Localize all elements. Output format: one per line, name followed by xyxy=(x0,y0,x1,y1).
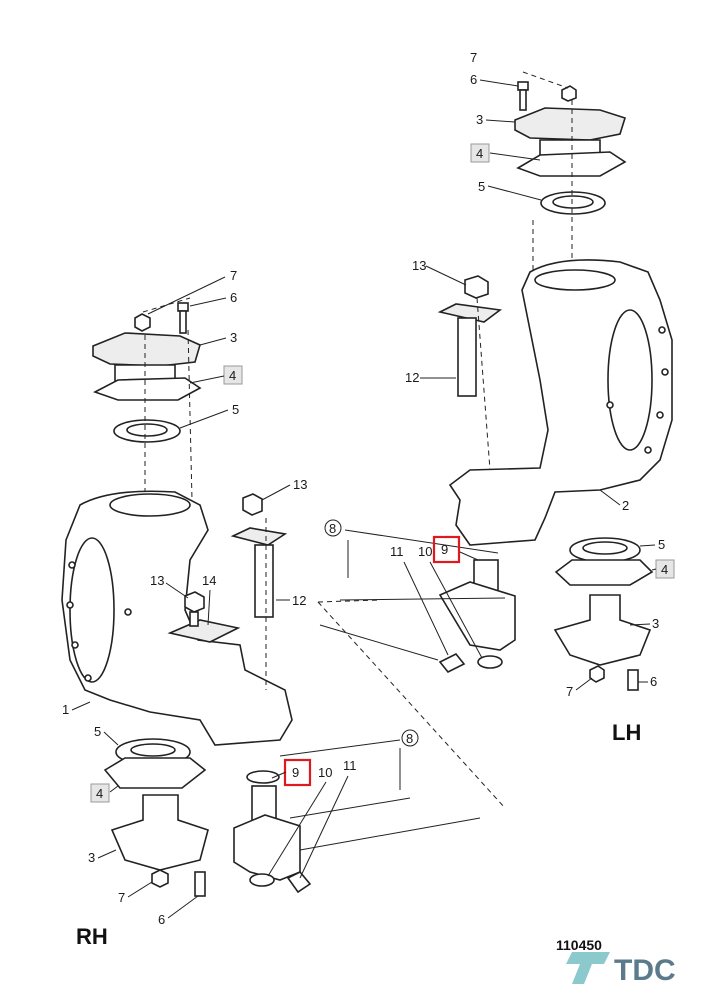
lh-lower-mount xyxy=(553,594,652,666)
tdc-logo-mark xyxy=(566,952,610,984)
label-lh-8-circle xyxy=(324,519,342,537)
drawing-number: 110450 xyxy=(556,937,602,953)
rh-grease-nipple xyxy=(286,871,312,894)
label-lh-3: 3 xyxy=(476,112,483,127)
label-lh-5: 5 xyxy=(478,179,485,194)
lh-nut-top xyxy=(561,85,577,102)
rh-nut-top xyxy=(134,313,151,332)
label-lh-5b: 5 xyxy=(658,537,665,552)
lh-bolt-top xyxy=(517,81,529,111)
label-lh-7: 7 xyxy=(470,50,477,65)
label-rh-11: 11 xyxy=(343,758,357,773)
label-rh-10: 10 xyxy=(318,765,332,780)
label-rh-7b: 7 xyxy=(118,890,125,905)
rh-lower-mount xyxy=(110,794,209,871)
rh-bolt-13b xyxy=(184,591,205,613)
label-lh-4: 4 xyxy=(476,146,483,161)
label-rh-14: 14 xyxy=(202,573,216,588)
rh-lower-bracket xyxy=(233,814,301,881)
label-lh-11: 11 xyxy=(390,544,404,559)
side-label-lh: LH xyxy=(612,720,641,745)
side-label-rh: RH xyxy=(76,924,108,949)
label-lh-8: 8 xyxy=(329,521,336,536)
label-lh-10: 10 xyxy=(418,544,432,559)
label-rh-8-circle xyxy=(401,729,419,747)
label-rh-8: 8 xyxy=(406,731,413,746)
label-rh-13: 13 xyxy=(293,477,307,492)
label-lh-9: 9 xyxy=(441,542,448,557)
label-rh-9: 9 xyxy=(292,765,299,780)
highlight-lh-9 xyxy=(432,535,461,564)
label-rh-13b: 13 xyxy=(150,573,164,588)
lh-assembly xyxy=(319,71,673,691)
rh-labels: 7 6 3 4 5 13 12 13 14 1 5 4 3 7 6 9 10 xyxy=(62,268,419,949)
lh-grease-nipple xyxy=(438,652,466,674)
rh-bolt-top xyxy=(177,302,189,312)
label-rh-4: 4 xyxy=(229,368,236,383)
label-lh-7b: 7 xyxy=(566,684,573,699)
label-rh-3b: 3 xyxy=(88,850,95,865)
label-lh-6b: 6 xyxy=(650,674,657,689)
label-rh-12: 12 xyxy=(292,593,306,608)
label-lh-12: 12 xyxy=(405,370,419,385)
lh-lower-bracket xyxy=(438,581,516,651)
lh-labels: 7 6 3 4 5 13 12 2 8 11 10 9 5 4 3 7 6 xyxy=(324,50,675,745)
label-rh-4b: 4 xyxy=(96,786,103,801)
lh-mount-plate xyxy=(514,107,627,141)
rh-steering-arm xyxy=(230,527,288,546)
label-rh-6: 6 xyxy=(230,290,237,305)
label-rh-6b: 6 xyxy=(158,912,165,927)
label-rh-3: 3 xyxy=(230,330,237,345)
label-lh-4b: 4 xyxy=(661,562,668,577)
rh-swivel-housing xyxy=(61,490,293,746)
label-lh-3b: 3 xyxy=(652,616,659,631)
label-rh-5b: 5 xyxy=(94,724,101,739)
label-rh-7: 7 xyxy=(230,268,237,283)
label-lh-2: 2 xyxy=(622,498,629,513)
label-lh-13: 13 xyxy=(412,258,426,273)
tdc-logo: TDC xyxy=(566,952,676,987)
label-rh-1: 1 xyxy=(62,702,69,717)
label-lh-6: 6 xyxy=(470,72,477,87)
lh-bolt-13 xyxy=(464,275,489,299)
tdc-logo-text: TDC xyxy=(614,954,676,987)
rh-bolt-13 xyxy=(242,493,263,516)
rh-assembly xyxy=(61,297,481,897)
rh-mount-plate xyxy=(92,332,201,367)
label-rh-5: 5 xyxy=(232,402,239,417)
